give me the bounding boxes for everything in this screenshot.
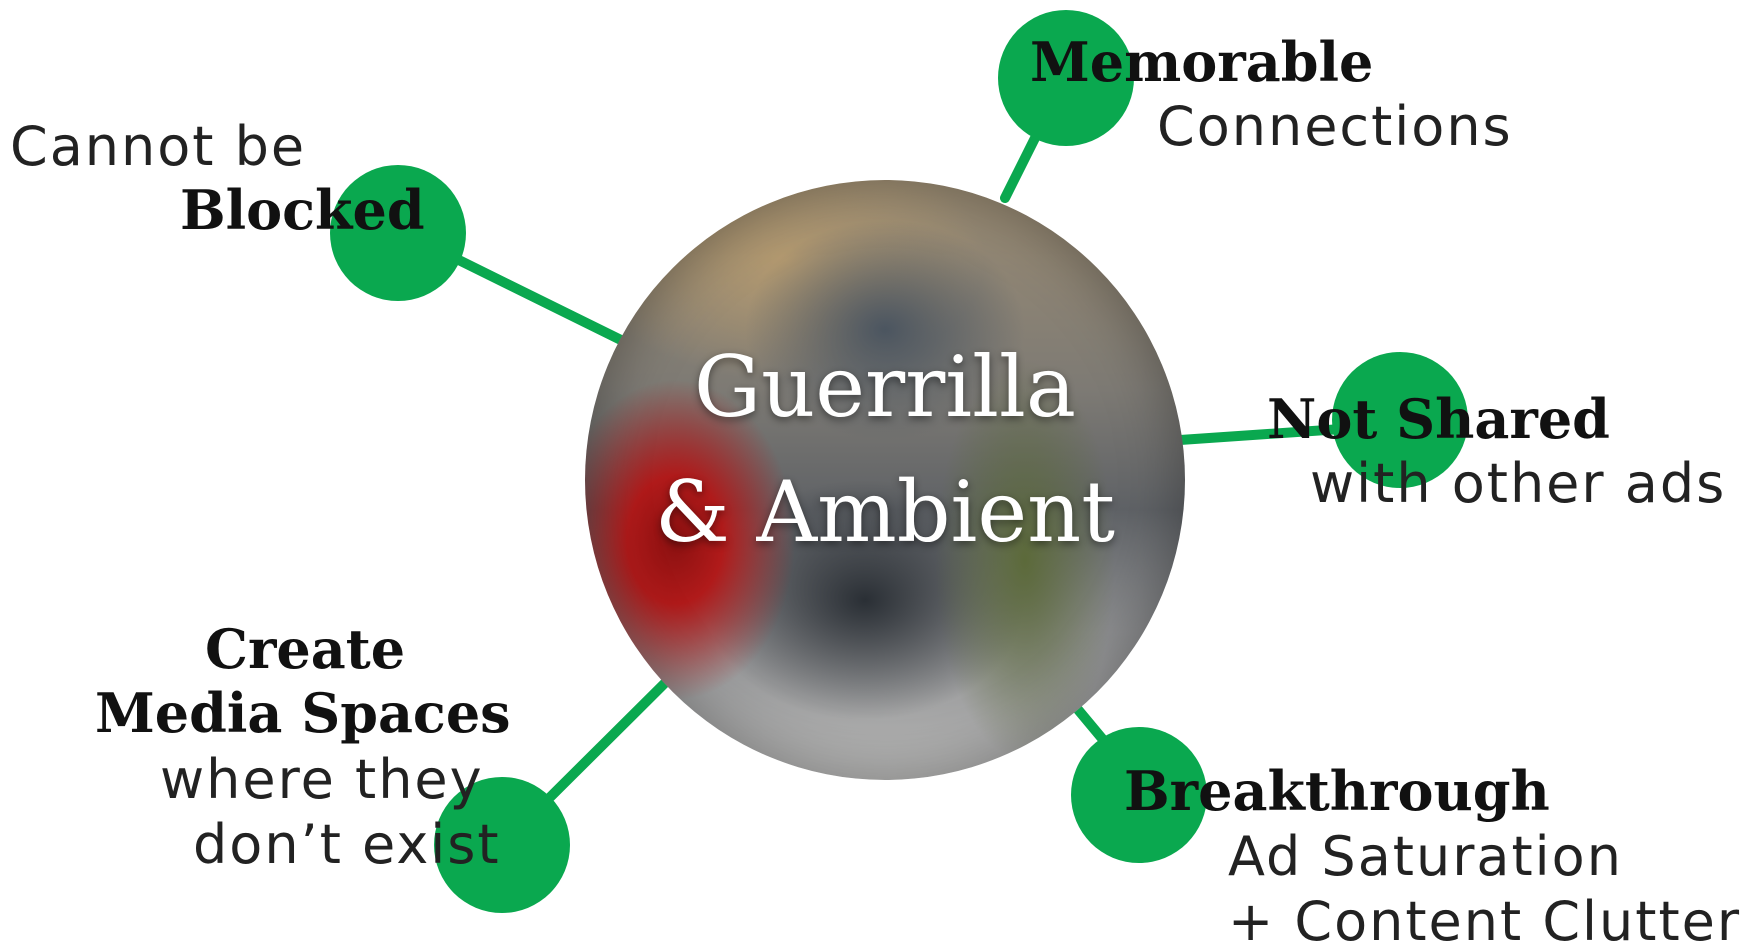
central-hub-photo: Guerrilla & Ambient (585, 180, 1185, 780)
label-create-line1: Create (205, 617, 406, 681)
label-create-line4: don’t exist (193, 813, 501, 876)
label-memorable-line2: Connections (1157, 95, 1513, 158)
label-blocked-line1: Cannot be (10, 115, 307, 178)
hub-title-line1: Guerrilla (694, 338, 1076, 436)
label-blocked-line2: Blocked (180, 178, 425, 242)
label-create-line3: where they (160, 748, 484, 811)
label-breakthrough-line1: Breakthrough (1124, 759, 1550, 823)
label-not-shared-line1: Not Shared (1267, 387, 1610, 451)
label-breakthrough-line3: + Content Clutter (1228, 890, 1742, 950)
hub-title-line2: & Ambient (655, 463, 1115, 561)
label-create-line2: Media Spaces (95, 681, 511, 745)
label-breakthrough-line2: Ad Saturation (1228, 825, 1623, 888)
node-blocked (330, 165, 466, 301)
node-memorable (998, 10, 1134, 146)
node-create (434, 777, 570, 913)
node-breakthrough (1071, 727, 1207, 863)
label-memorable-line1: Memorable (1030, 30, 1374, 94)
label-not-shared-line2: with other ads (1310, 452, 1727, 515)
node-not-shared (1332, 352, 1468, 488)
